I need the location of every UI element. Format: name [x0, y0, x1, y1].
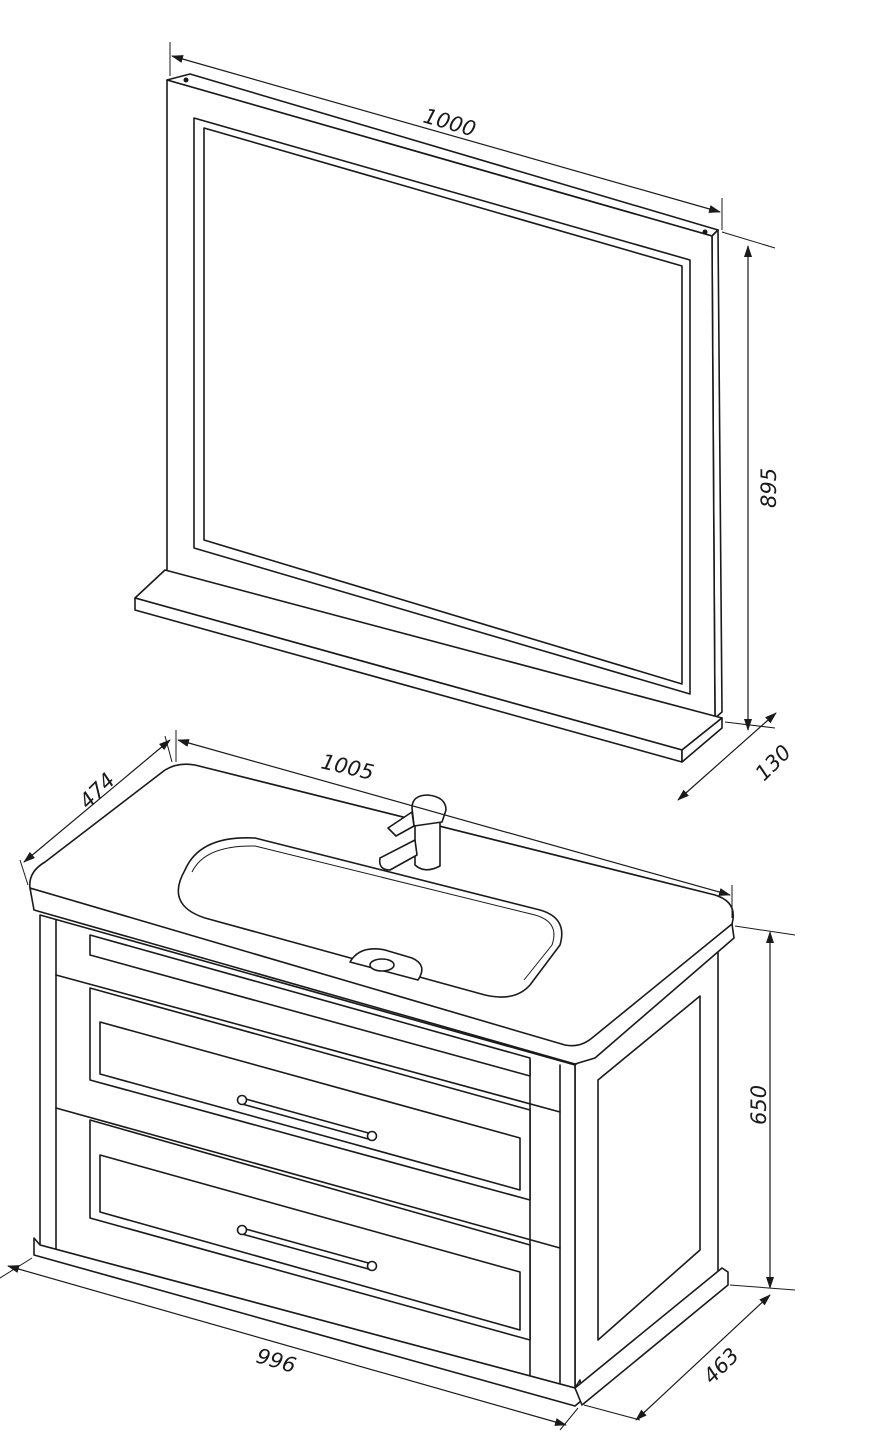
dimension-cabinet-height: 650 — [729, 925, 796, 1291]
countertop-depth-label: 474 — [75, 768, 120, 813]
drawer-1-panel — [99, 1021, 521, 1191]
cabinet-height-label: 650 — [747, 1085, 771, 1125]
mirror — [134, 73, 723, 763]
cabinet-top-rail — [89, 934, 531, 1077]
vanity — [28, 763, 735, 1407]
dimension-cabinet-width: 996 — [0, 1257, 579, 1431]
cabinet-side-panel — [597, 995, 701, 1341]
countertop-width-label: 1005 — [319, 749, 376, 784]
drawer-1-handle[interactable] — [236, 1094, 378, 1142]
drain-plug — [369, 958, 395, 972]
mirror-depth-label: 130 — [751, 740, 796, 785]
dimension-mirror-height: 895 — [721, 231, 781, 731]
mirror-hanger-icon — [702, 229, 708, 235]
mirror-hanger-icon — [183, 77, 189, 83]
mirror-width-label: 1000 — [421, 104, 479, 142]
mirror-height-label: 895 — [757, 468, 781, 508]
cabinet-width-label: 996 — [254, 1344, 299, 1378]
cabinet-depth-label: 463 — [699, 1343, 744, 1388]
mirror-glass — [203, 127, 683, 685]
